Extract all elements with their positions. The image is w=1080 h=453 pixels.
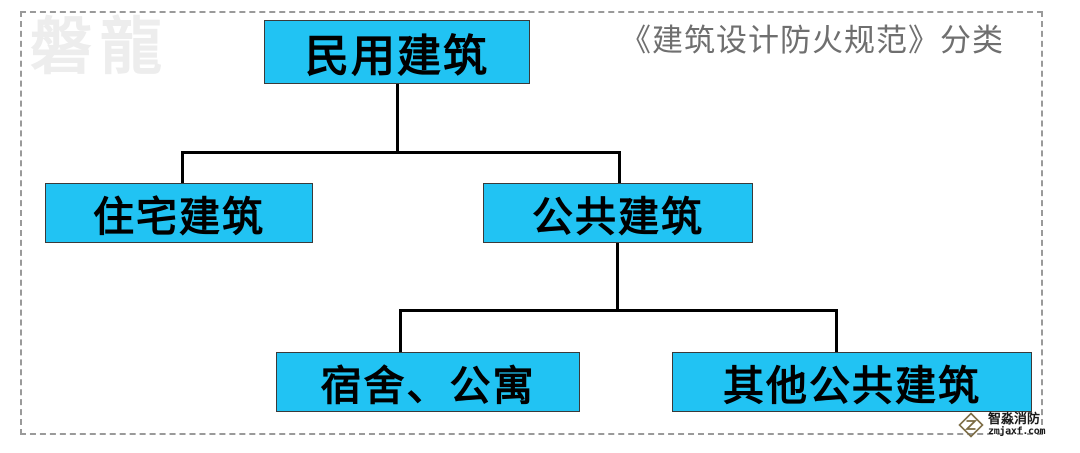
connector-drop-residential bbox=[181, 151, 184, 185]
logo-company-name: 智淼消防 bbox=[988, 411, 1041, 427]
logo-text-group: 智淼消防 zmjaxf.com bbox=[988, 411, 1046, 437]
connector-level1-bus bbox=[181, 151, 621, 154]
node-public-building[interactable]: 公共建筑 bbox=[483, 183, 753, 243]
diamond-logo-icon bbox=[958, 412, 984, 438]
node-root-civil-building[interactable]: 民用建筑 bbox=[264, 20, 530, 84]
connector-drop-other bbox=[835, 309, 838, 354]
connector-drop-dormitory bbox=[399, 309, 402, 354]
node-residential-building[interactable]: 住宅建筑 bbox=[45, 183, 313, 243]
logo-website-url: zmjaxf.com bbox=[988, 425, 1046, 437]
connector-drop-public bbox=[618, 151, 621, 185]
page-title: 《建筑设计防火规范》分类 bbox=[620, 23, 1004, 59]
connector-root-stem bbox=[396, 84, 399, 154]
node-other-public-building[interactable]: 其他公共建筑 bbox=[672, 352, 1032, 412]
node-dormitory-apartment[interactable]: 宿舍、公寓 bbox=[276, 352, 580, 412]
brand-watermark: 磐龍 bbox=[30, 10, 171, 83]
connector-level2-bus bbox=[399, 309, 838, 312]
connector-public-stem bbox=[616, 243, 619, 312]
company-logo-watermark: 智淼消防 zmjaxf.com bbox=[958, 411, 1046, 438]
